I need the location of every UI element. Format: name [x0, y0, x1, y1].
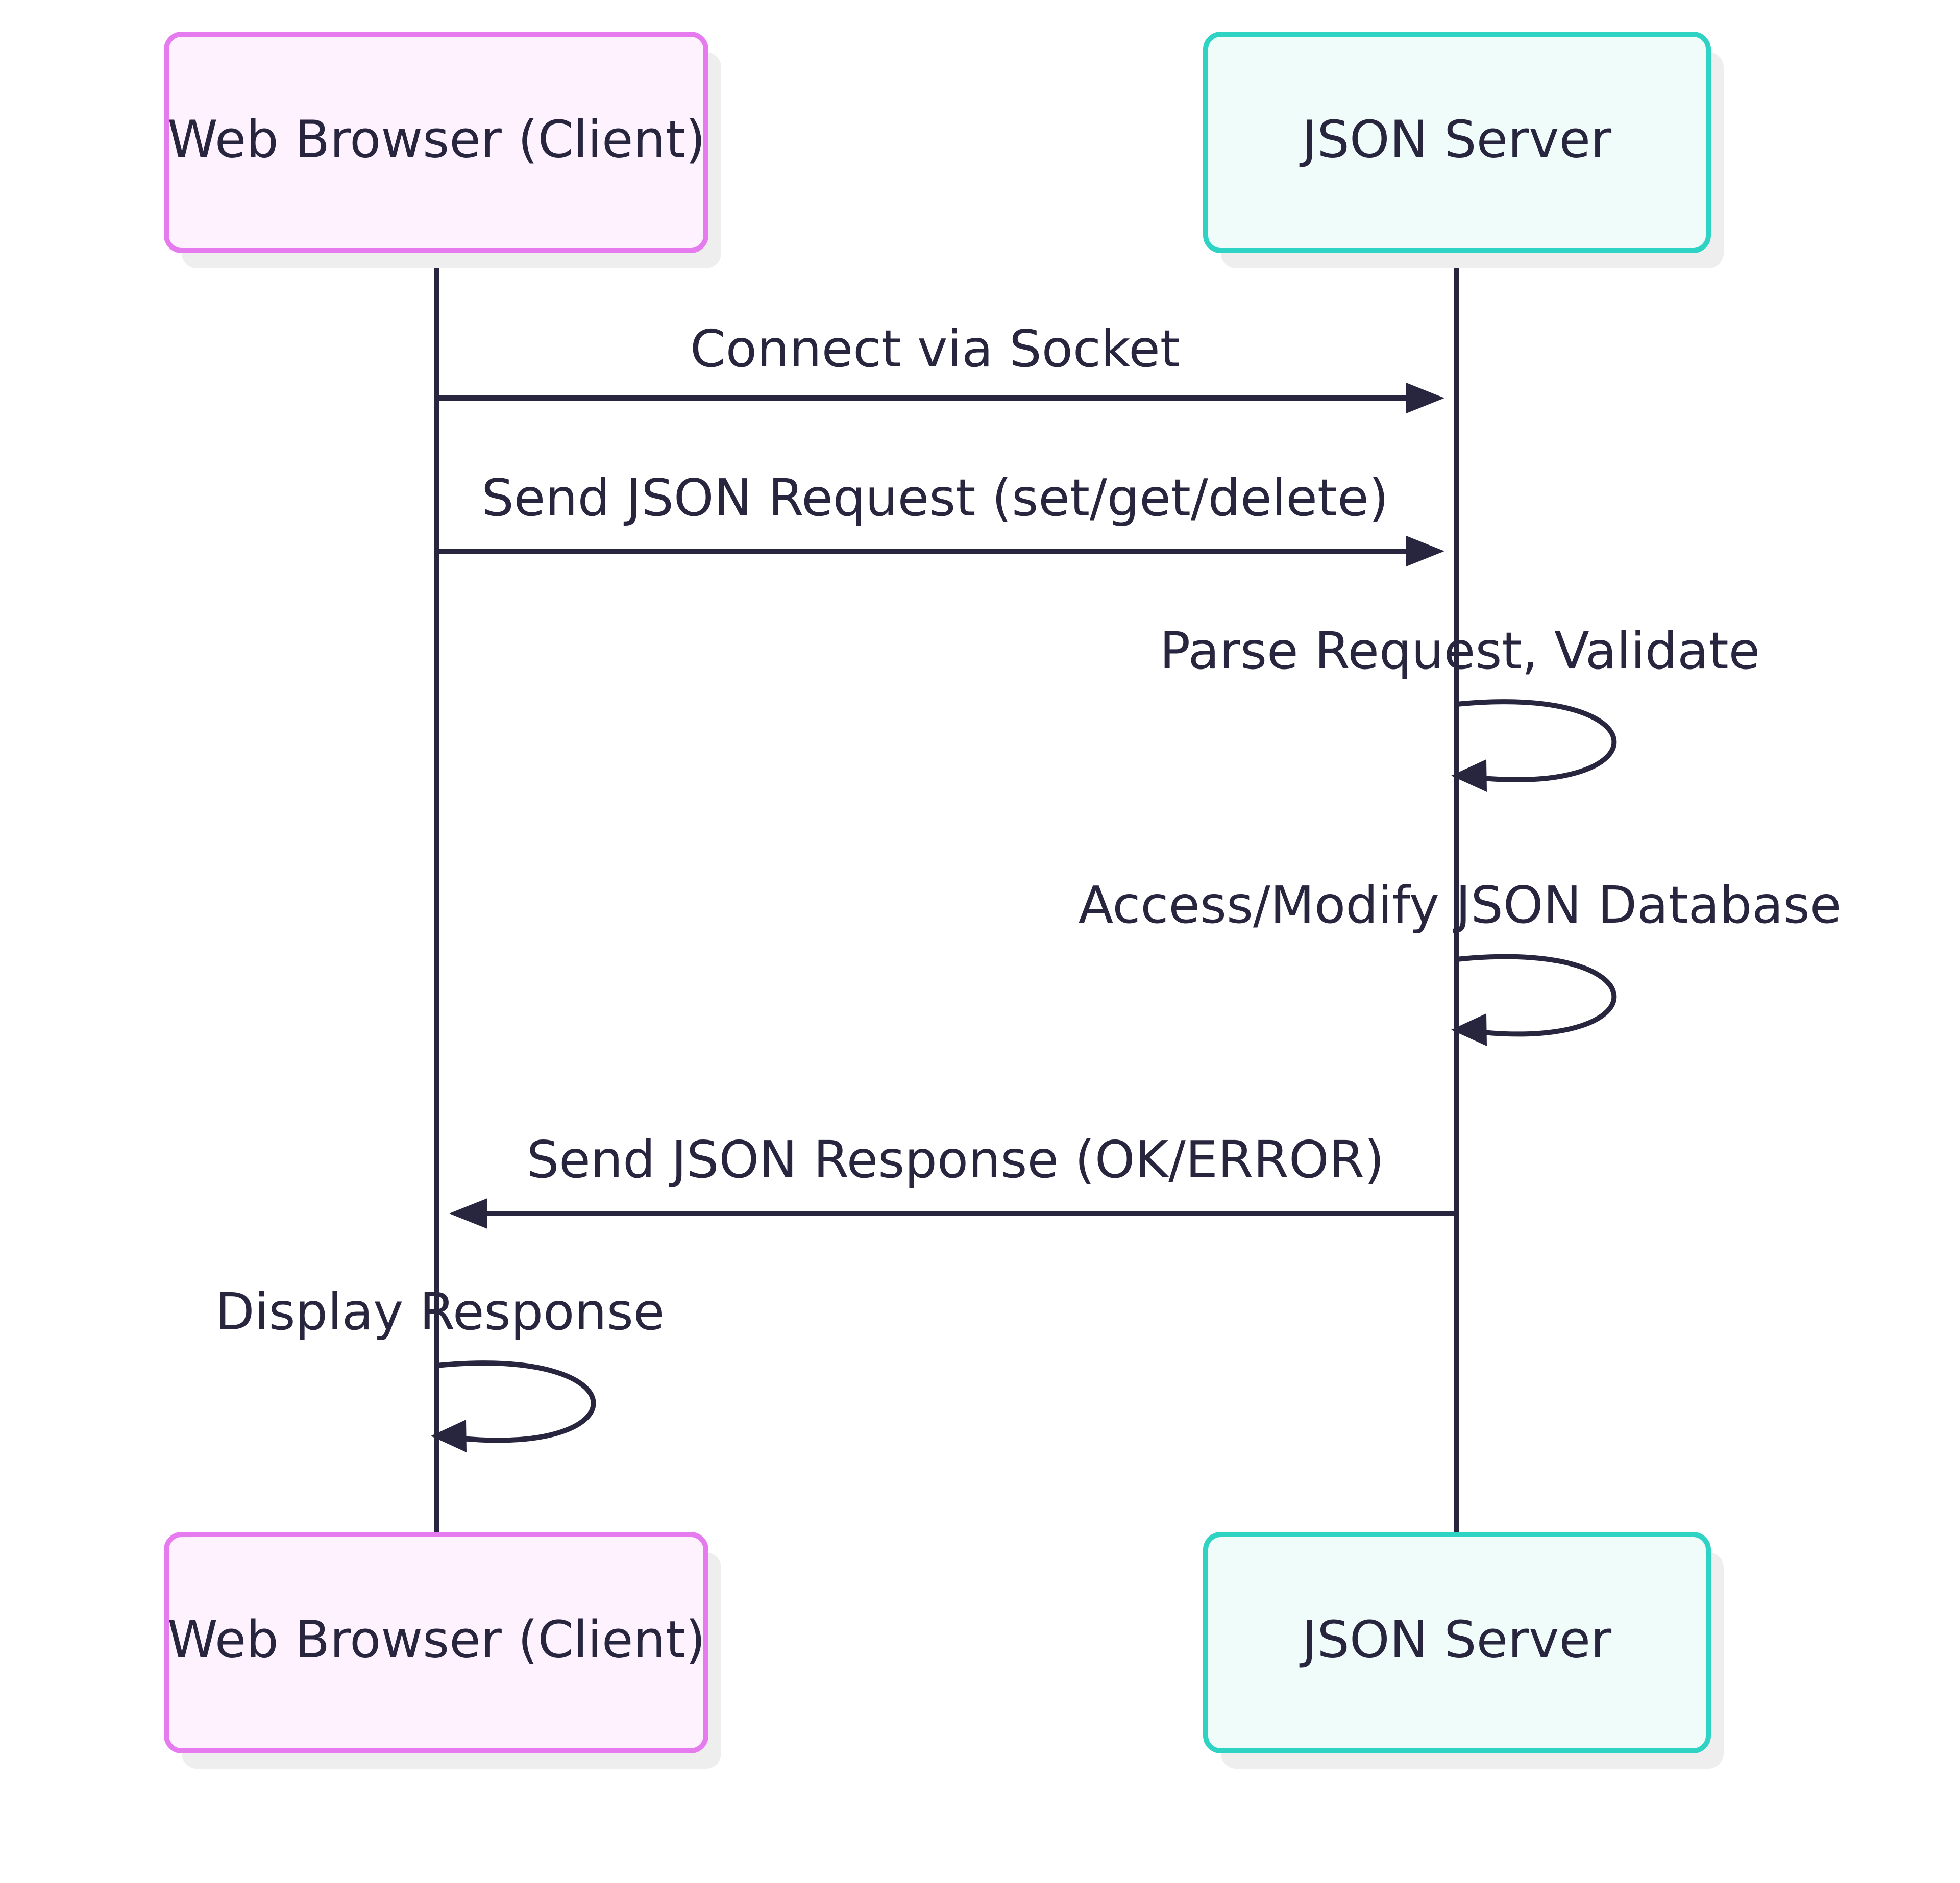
participant-server-bottom: JSON Server — [1203, 1532, 1724, 1769]
arrowhead — [1451, 1013, 1487, 1046]
message-arrow — [1456, 699, 1617, 782]
message-send-request: Send JSON Request (set/get/delete) — [436, 468, 1444, 566]
arrowhead — [1406, 536, 1444, 566]
actor-box — [1203, 32, 1711, 253]
actor-box — [1203, 1532, 1711, 1753]
message-access-modify: Access/Modify JSON Database — [1079, 875, 1842, 1046]
actor-label: Web Browser (Client) — [167, 109, 705, 169]
arrowhead — [1406, 383, 1444, 413]
message-label: Connect via Socket — [690, 319, 1180, 379]
arrowhead — [1451, 759, 1487, 792]
message-parse-validate: Parse Request, Validate — [1160, 621, 1760, 792]
message-label: Send JSON Request (set/get/delete) — [481, 468, 1388, 528]
message-arrow — [436, 1360, 596, 1443]
actor-label: JSON Server — [1299, 1609, 1612, 1669]
message-label: Display Response — [215, 1282, 665, 1342]
message-send-response: Send JSON Response (OK/ERROR) — [449, 1130, 1457, 1229]
actor-box — [164, 1532, 708, 1753]
message-display-response: Display Response — [215, 1282, 665, 1452]
actor-label: JSON Server — [1299, 109, 1612, 169]
participant-client-top: Web Browser (Client) — [164, 32, 721, 268]
actor-label: Web Browser (Client) — [167, 1609, 705, 1669]
participant-client-bottom: Web Browser (Client) — [164, 1532, 721, 1769]
arrowhead — [449, 1198, 487, 1229]
message-label: Parse Request, Validate — [1160, 621, 1760, 681]
participant-server-top: JSON Server — [1203, 32, 1724, 268]
message-connect: Connect via Socket — [436, 319, 1444, 413]
actor-box — [164, 32, 708, 253]
message-arrow — [1456, 954, 1617, 1037]
message-label: Send JSON Response (OK/ERROR) — [527, 1130, 1384, 1190]
arrowhead — [431, 1420, 467, 1452]
message-label: Access/Modify JSON Database — [1079, 875, 1842, 935]
